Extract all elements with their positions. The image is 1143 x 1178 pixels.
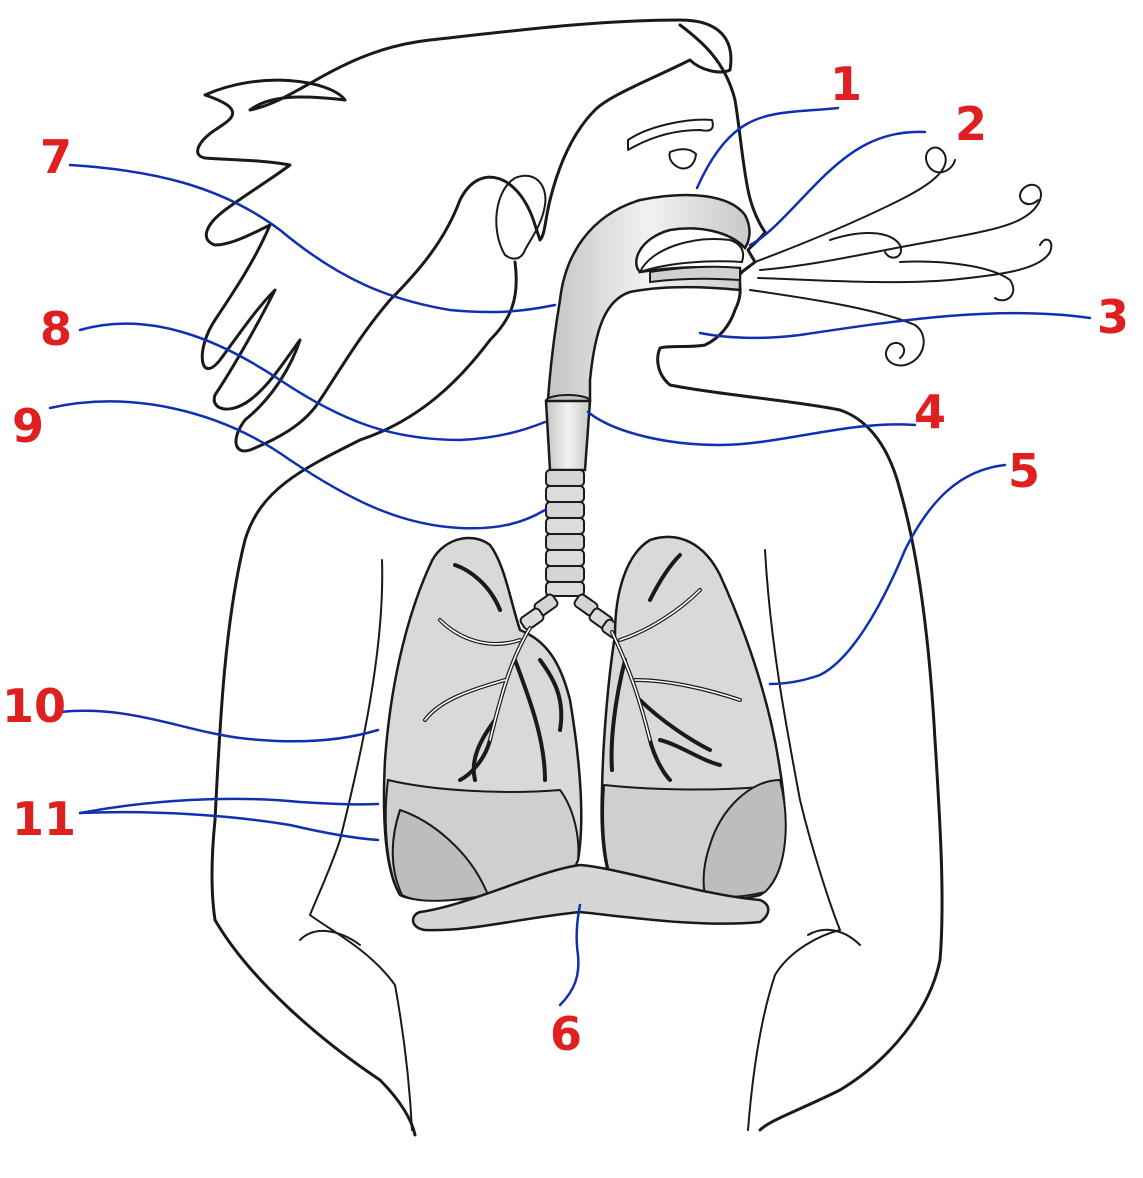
label-10: 10 [2, 679, 66, 733]
eyebrow [628, 120, 713, 150]
leader-1 [697, 108, 838, 188]
label-11: 11 [12, 792, 76, 846]
label-9: 9 [12, 399, 44, 453]
label-3: 3 [1097, 290, 1129, 344]
label-1: 1 [830, 57, 862, 111]
trachea [546, 470, 584, 596]
label-2: 2 [955, 97, 987, 151]
label-5: 5 [1008, 444, 1040, 498]
label-8: 8 [40, 302, 72, 356]
nasal-cavity [548, 195, 750, 400]
bronchi [519, 593, 623, 640]
leader-8 [80, 324, 545, 440]
label-7: 7 [40, 130, 72, 184]
leader-6 [560, 905, 580, 1005]
leader-5 [770, 465, 1005, 684]
label-4: 4 [914, 385, 946, 439]
ear [496, 176, 545, 259]
leader-4 [588, 412, 915, 445]
larynx [546, 401, 590, 470]
breath-swirls [750, 148, 1051, 366]
eye [669, 149, 696, 168]
leader-7 [70, 165, 555, 312]
label-6: 6 [550, 1007, 582, 1061]
leader-9 [50, 401, 545, 528]
leader-11b [80, 812, 378, 840]
